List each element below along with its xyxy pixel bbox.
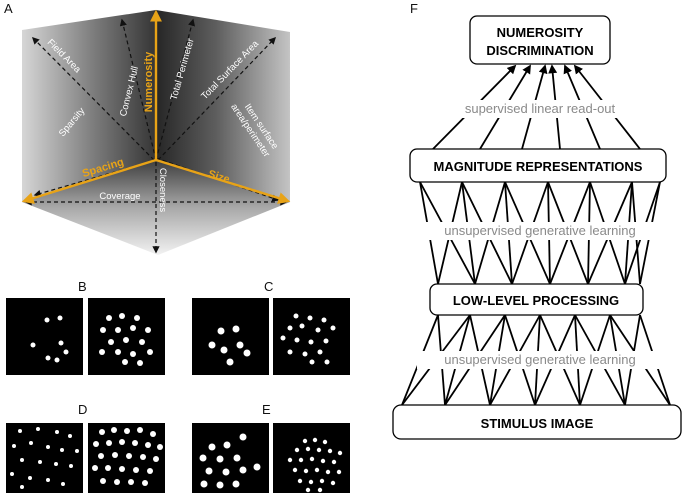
size-axis (155, 158, 291, 204)
stimulus-d-right (88, 423, 165, 493)
magnitude-box-label: MAGNITUDE REPRESENTATIONS (434, 159, 643, 174)
closeness-label: Closeness (157, 168, 168, 213)
stimulus-box-label: STIMULUS IMAGE (481, 416, 594, 431)
panel-letter-e: E (262, 402, 271, 417)
coverage-label: Coverage (99, 191, 140, 202)
convex-hull-arrow (119, 18, 157, 161)
panel-letter-f: F (410, 1, 418, 16)
field-area-arrow (31, 36, 155, 161)
stimulus-e-left (192, 423, 269, 493)
readout-label: supervised linear read-out (465, 101, 616, 116)
stimulus-image-box (392, 404, 682, 440)
total-perimeter-arrow (155, 18, 196, 161)
spacing-axis (21, 158, 157, 204)
stimulus-b-left (6, 298, 83, 375)
stimulus-c-left (192, 298, 269, 375)
numerosity-box-line1: NUMEROSITY (497, 25, 584, 40)
panel-letter-b: B (78, 279, 87, 294)
network-diagram: NUMEROSITY DISCRIMINATION supervised lin… (392, 15, 682, 440)
numerosity-box-line2: DISCRIMINATION (486, 43, 593, 58)
panel-letter-c: C (264, 279, 273, 294)
stimulus-e-right (273, 423, 350, 493)
cube-left-face (22, 10, 156, 202)
stimulus-d-left (6, 423, 83, 493)
low-level-box-label: LOW-LEVEL PROCESSING (453, 293, 619, 308)
panel-letter-a: A (4, 1, 13, 16)
panel-letter-d: D (78, 402, 87, 417)
numerosity-label: Numerosity (143, 51, 155, 112)
total-surface-area-arrow (157, 36, 276, 161)
low-level-processing-box (429, 283, 644, 316)
generative-learning-label-2: unsupervised generative learning (444, 352, 636, 367)
stimulus-b-right (88, 298, 165, 375)
numerosity-discrimination-box (469, 15, 611, 65)
stimulus-c-right (273, 298, 350, 375)
cube-diagram: Numerosity Spacing Size Field Area Conve… (21, 9, 291, 255)
magnitude-representations-box (409, 148, 667, 183)
generative-learning-label-1: unsupervised generative learning (444, 223, 636, 238)
